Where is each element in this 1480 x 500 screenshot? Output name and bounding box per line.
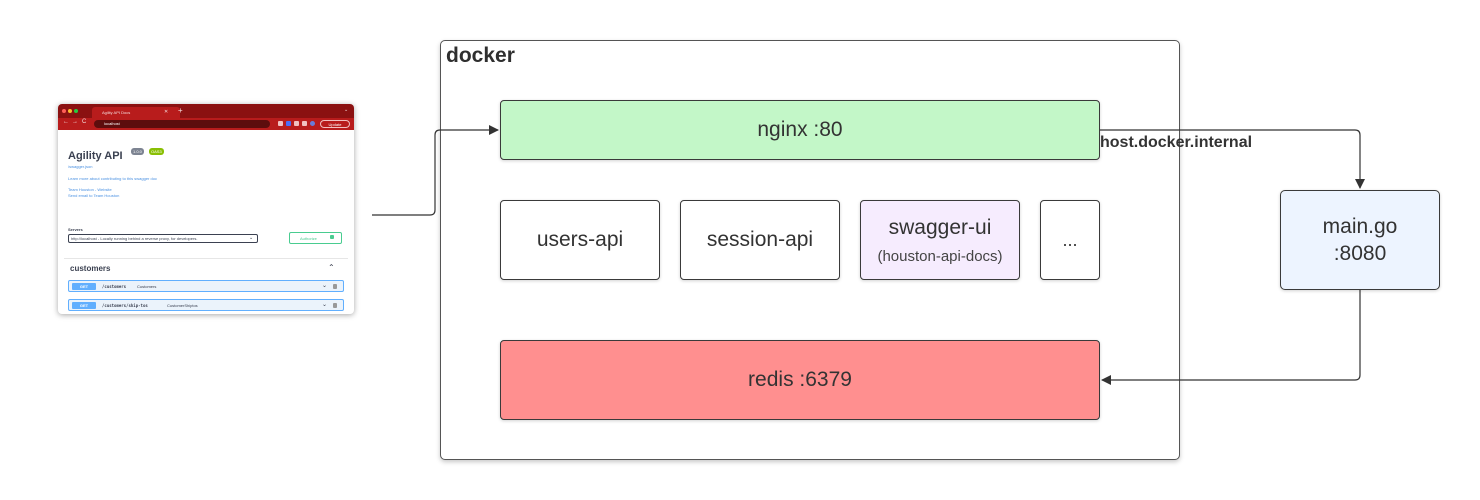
address-bar[interactable]: localhost bbox=[94, 120, 270, 128]
chevron-down-icon[interactable]: ⌄ bbox=[322, 302, 328, 308]
extension-icon[interactable] bbox=[286, 121, 291, 126]
profile-avatar[interactable] bbox=[310, 121, 315, 126]
window-zoom-dot[interactable] bbox=[74, 109, 78, 113]
host-docker-internal-label: host.docker.internal bbox=[1100, 134, 1253, 151]
forward-icon[interactable]: → bbox=[72, 119, 78, 125]
swagger-ui-sublabel: (houston-api-docs) bbox=[877, 247, 1003, 265]
users-api-node[interactable]: users-api bbox=[500, 200, 660, 280]
operation-path: /customers/ship-tos bbox=[102, 303, 148, 308]
version-badge: 1.0.0 bbox=[131, 148, 144, 155]
website-link[interactable]: Team Houston - Website bbox=[68, 187, 112, 192]
docker-title: docker bbox=[446, 44, 515, 67]
operation-row[interactable]: GET /customers/ship-tos CustomerShiptos … bbox=[68, 299, 344, 311]
window-close-dot[interactable] bbox=[62, 109, 66, 113]
method-badge: GET bbox=[72, 283, 96, 290]
window-minimize-dot[interactable] bbox=[68, 109, 72, 113]
lock-icon[interactable] bbox=[333, 284, 337, 289]
lock-icon[interactable] bbox=[333, 303, 337, 308]
email-link[interactable]: Send email to Team Houston bbox=[68, 193, 120, 198]
api-title: Agility API bbox=[68, 150, 123, 162]
users-api-label: users-api bbox=[536, 228, 624, 251]
extension-icon[interactable] bbox=[278, 121, 283, 126]
browser-tab[interactable]: Agility API Docs bbox=[92, 107, 180, 118]
divider bbox=[64, 258, 348, 259]
operation-path: /customers bbox=[102, 284, 127, 289]
sidebar-icon[interactable] bbox=[302, 121, 307, 126]
nginx-node[interactable]: nginx :80 bbox=[500, 100, 1100, 160]
operation-summary: CustomerShiptos bbox=[167, 303, 198, 308]
swagger-ui-node[interactable]: swagger-ui (houston-api-docs) bbox=[860, 200, 1020, 280]
main-go-to-redis-edge bbox=[1101, 290, 1361, 385]
redis-node[interactable]: redis :6379 bbox=[500, 340, 1100, 420]
operation-summary: Customers bbox=[137, 284, 157, 289]
main-go-label: main.go bbox=[1322, 215, 1398, 238]
chevron-down-icon[interactable]: ⌄ bbox=[322, 283, 328, 289]
operation-row[interactable]: GET /customers Customers ⌄ bbox=[68, 280, 344, 292]
back-icon[interactable]: ← bbox=[63, 119, 69, 125]
browser-to-nginx-edge bbox=[372, 125, 499, 216]
reload-icon[interactable]: C bbox=[82, 119, 87, 125]
oas-badge: OAS3 bbox=[149, 148, 164, 155]
session-api-node[interactable]: session-api bbox=[680, 200, 840, 280]
spec-url-link[interactable]: /swagger.json bbox=[68, 164, 93, 169]
main-go-port-label: :8080 bbox=[1333, 242, 1387, 265]
main-go-node[interactable]: main.go :8080 bbox=[1280, 190, 1440, 290]
redis-label: redis :6379 bbox=[748, 368, 852, 391]
more-services-node[interactable]: ... bbox=[1040, 200, 1100, 280]
chevron-down-icon: ⌄ bbox=[249, 235, 254, 241]
servers-label: Servers bbox=[68, 227, 83, 232]
new-tab-icon[interactable]: + bbox=[178, 106, 183, 115]
servers-select[interactable]: http://localhost - Locally running behin… bbox=[68, 234, 258, 243]
authorize-button[interactable]: Authorize bbox=[289, 232, 342, 244]
description-link[interactable]: Learn more about contributing to this sw… bbox=[68, 176, 157, 181]
update-button[interactable]: Update bbox=[320, 120, 350, 128]
tag-customers-header[interactable]: customers bbox=[70, 264, 111, 273]
session-api-label: session-api bbox=[706, 228, 814, 251]
tab-list-chevron-icon[interactable]: ⌄ bbox=[344, 107, 349, 113]
nginx-to-main-go-edge bbox=[1100, 129, 1365, 189]
browser-screenshot[interactable]: Agility API Docs ✕ + ⌄ ← → C localhost U… bbox=[58, 104, 354, 314]
swagger-ui-label: swagger-ui bbox=[888, 215, 992, 239]
lock-icon bbox=[330, 235, 334, 239]
extension-icon[interactable] bbox=[294, 121, 299, 126]
nginx-label: nginx :80 bbox=[757, 118, 843, 141]
chevron-up-icon[interactable]: ⌃ bbox=[328, 263, 335, 272]
method-badge: GET bbox=[72, 302, 96, 309]
more-services-label: ... bbox=[1062, 229, 1078, 250]
tab-close-icon[interactable]: ✕ bbox=[164, 109, 169, 115]
